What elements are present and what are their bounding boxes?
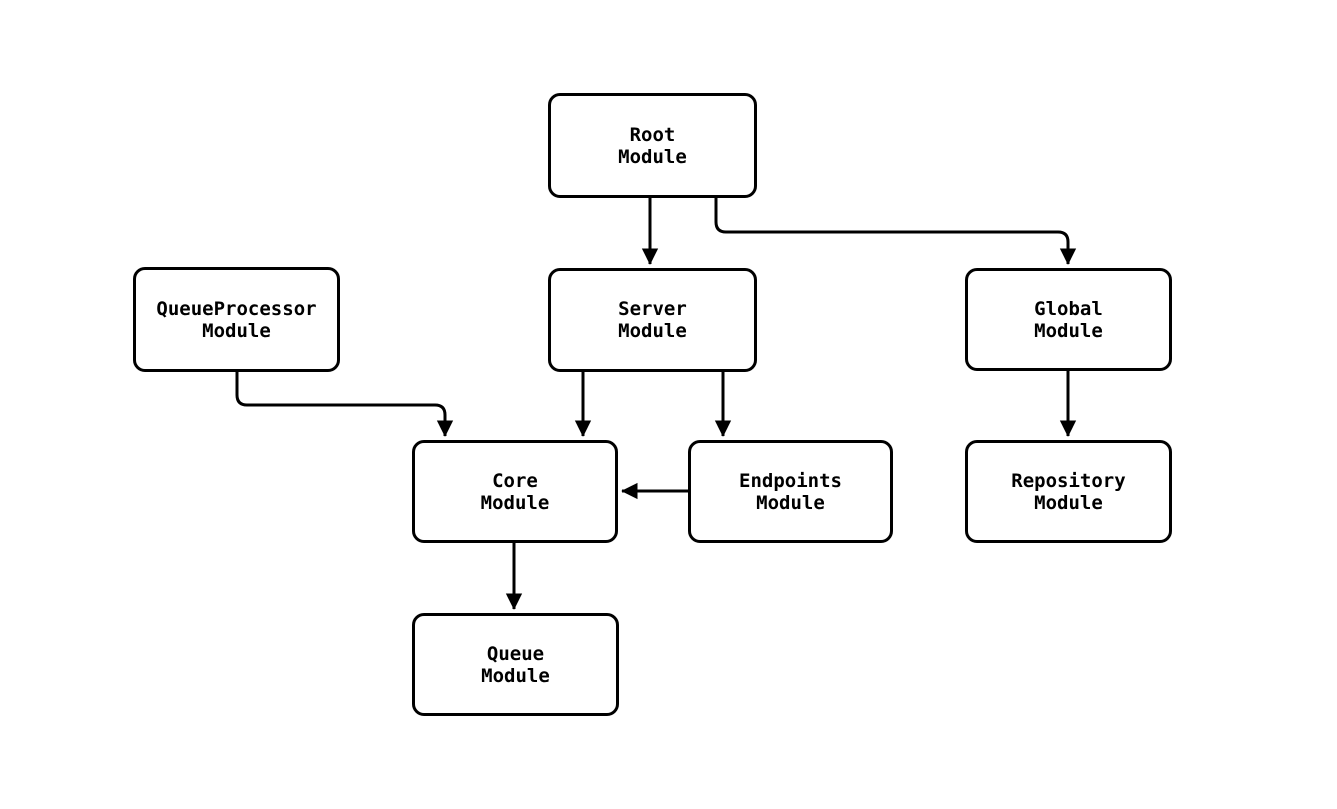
node-label-line1: Global [1034,297,1103,320]
node-label-line2: Module [481,664,550,687]
node-label-line2: Module [618,320,687,342]
node-endpoints-module: Endpoints Module [688,440,893,543]
node-label-line2: Module [480,491,550,514]
node-root-module: Root Module [548,93,757,198]
node-label-line1: QueueProcessor [156,297,317,320]
edge-root-to-global [714,198,1077,265]
node-label-line1: Root [629,123,676,146]
node-queueprocessor-module: QueueProcessor Module [133,267,340,372]
node-core-module: Core Module [412,440,618,543]
node-label-line1: Queue [486,642,545,665]
edge-queueprocessor-to-core [235,372,454,437]
node-repository-module: Repository Module [965,440,1172,543]
node-label-line2: Module [1034,319,1103,342]
node-label-line1: Server [618,298,687,320]
node-global-module: Global Module [965,268,1172,371]
node-label-line1: Endpoints [739,469,842,492]
node-label-line2: Module [618,145,687,168]
node-label-line2: Module [202,319,271,342]
node-label-line1: Repository [1011,469,1126,492]
node-label-line2: Module [1034,491,1103,514]
node-label-line1: Core [492,469,538,492]
node-queue-module: Queue Module [412,613,619,716]
node-server-module: Server Module [548,268,757,372]
node-label-line2: Module [756,491,825,514]
